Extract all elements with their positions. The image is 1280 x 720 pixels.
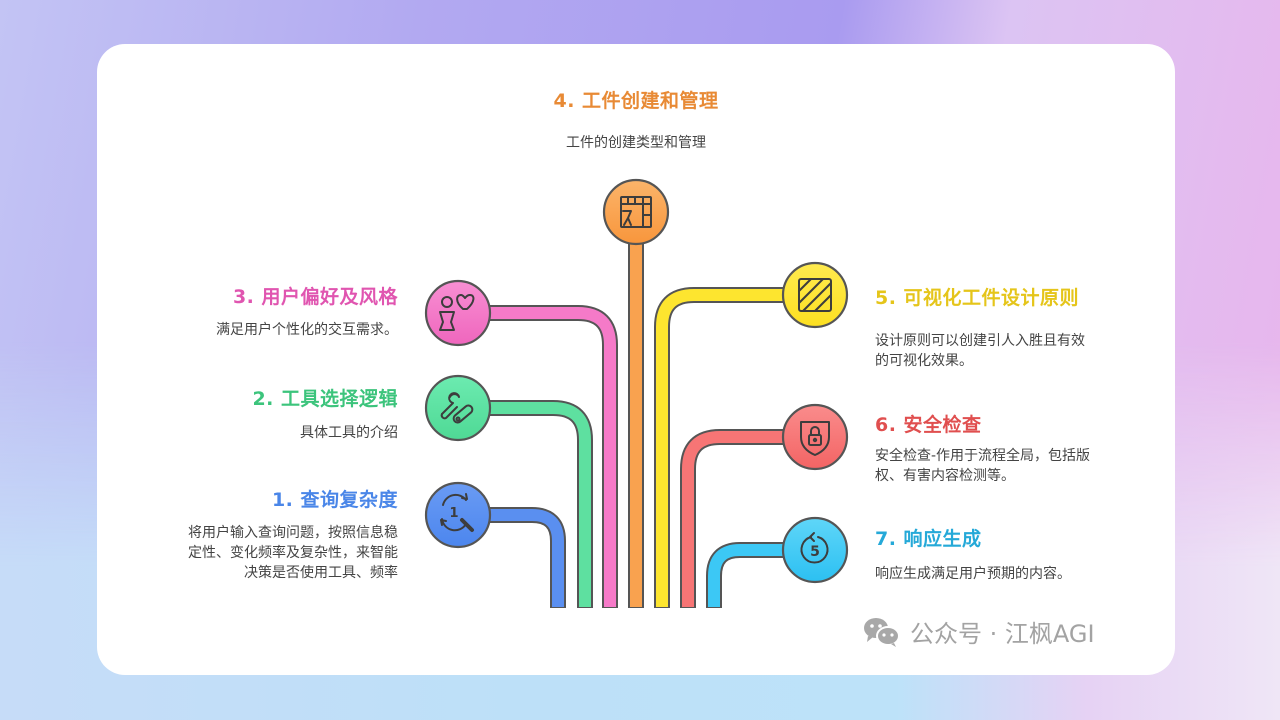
stage-5-title: 5. 可视化工件设计原则: [875, 287, 1080, 309]
stage-7-node: [781, 516, 849, 584]
stage-5-description: 设计原则可以创建引人入胜且有效 的可视化效果。: [875, 331, 1135, 371]
stage-1-description-line: 决策是否使用工具、频率: [244, 565, 398, 581]
stage-3-title: 3. 用户偏好及风格: [232, 286, 398, 308]
stage-5-description-line: 设计原则可以创建引人入胜且有效: [875, 333, 1085, 349]
stage-6-description-line: 权、有害内容检测等。: [875, 468, 1015, 484]
stage-4-description: 工件的创建类型和管理: [566, 135, 706, 151]
stage-6-node: [781, 403, 849, 471]
stage-5-description-line: 的可视化效果。: [875, 353, 973, 369]
pipe-stage-3: [480, 305, 618, 608]
stage-2-node: [424, 374, 492, 442]
stage-6-description: 安全检查-作用于流程全局，包括版 权、有害内容检测等。: [875, 446, 1135, 486]
stage-4-title: 4. 工件创建和管理: [553, 90, 719, 112]
artifact-layout-icon: [620, 196, 652, 228]
query-cycle-magnifier-icon: 1: [440, 493, 474, 532]
pipe-stage-6: [680, 429, 793, 608]
stage-7-description: 响应生成满足用户预期的内容。: [875, 566, 1071, 582]
hatched-square-icon: [798, 278, 832, 312]
wrench-tools-icon: [440, 392, 474, 424]
stage-1-title: 1. 查询复杂度: [271, 489, 398, 511]
stage-3-node: [424, 279, 492, 347]
shield-lock-icon: [800, 421, 830, 456]
watermark: 公众号 · 江枫AGI: [862, 614, 1095, 649]
svg-text:1: 1: [449, 506, 458, 521]
wechat-icon: [864, 617, 900, 647]
stage-1-description: 将用户输入查询问题，按照信息稳 定性、变化频率及复杂性，来智能 决策是否使用工具…: [140, 523, 398, 583]
pipe-stage-7: [706, 542, 793, 608]
replay-five-icon: 5: [800, 532, 829, 564]
stage-1-description-line: 定性、变化频率及复杂性，来智能: [188, 545, 398, 561]
person-heart-icon: [439, 294, 475, 331]
pipe-stage-5: [654, 287, 793, 608]
stage-4-node: [602, 178, 670, 246]
stage-7-title: 7. 响应生成: [875, 528, 982, 550]
stage-6-description-line: 安全检查-作用于流程全局，包括版: [875, 448, 1091, 464]
stage-2-description: 具体工具的介绍: [300, 425, 398, 441]
stage-3-description: 满足用户个性化的交互需求。: [216, 322, 398, 338]
pipe-stage-2: [480, 400, 593, 608]
stage-1-description-line: 将用户输入查询问题，按照信息稳: [188, 525, 398, 541]
stage-6-title: 6. 安全检查: [875, 414, 982, 436]
stage-5-node: [781, 261, 849, 329]
stage-2-title: 2. 工具选择逻辑: [252, 388, 398, 410]
watermark-text: 公众号 · 江枫AGI: [910, 620, 1095, 648]
pipe-stage-1: [480, 507, 566, 608]
stage-1-node: [424, 481, 492, 549]
svg-text:5: 5: [810, 544, 820, 560]
